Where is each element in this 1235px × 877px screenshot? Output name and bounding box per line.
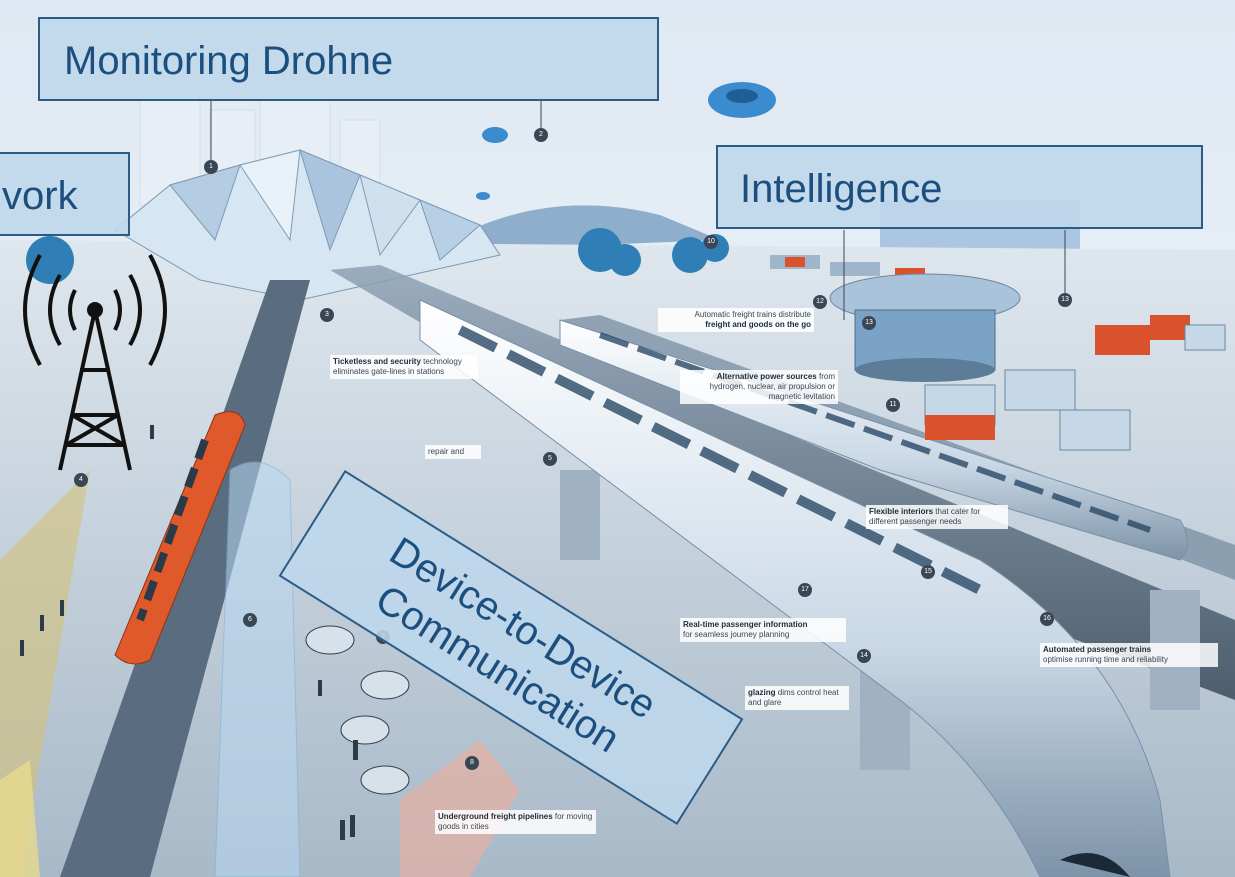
marker-number: 3 bbox=[320, 308, 334, 322]
trees bbox=[26, 228, 729, 284]
callout-pipeline-bold: Underground freight pipelines bbox=[438, 812, 553, 821]
marker-number: 12 bbox=[813, 295, 827, 309]
drone bbox=[482, 127, 508, 143]
pods bbox=[305, 625, 410, 795]
callout-automated: Automated passenger trains optimise runn… bbox=[1040, 643, 1218, 667]
callout-pipeline-text: for moving goods in cities bbox=[438, 812, 593, 831]
freight-train bbox=[770, 255, 925, 278]
drone bbox=[476, 192, 490, 200]
callout-power-text: from hydrogen, nuclear, air propulsion o… bbox=[709, 372, 835, 401]
marker-number: 11 bbox=[886, 398, 900, 412]
callout-automated-bold: Automated passenger trains bbox=[1043, 645, 1152, 654]
callout-glazing: glazing dims control heat and glare bbox=[745, 686, 849, 710]
callout-interiors: Flexible interiors that cater for differ… bbox=[866, 505, 1008, 529]
left-track bbox=[60, 280, 310, 877]
callout-pipeline: Underground freight pipelines for moving… bbox=[435, 810, 596, 834]
glass-tube bbox=[214, 461, 301, 877]
callout-freight-bold: freight and goods on the go bbox=[705, 320, 811, 329]
high-speed-train bbox=[419, 299, 1171, 877]
marker-number: 13 bbox=[862, 316, 876, 330]
callout-realtime-text: for seamless journey planning bbox=[683, 630, 790, 639]
marker-number: 17 bbox=[798, 583, 812, 597]
callout-automated-text: optimise running time and reliability bbox=[1043, 655, 1168, 664]
marker-number: 10 bbox=[704, 235, 718, 249]
marker-number: 4 bbox=[74, 473, 88, 487]
marker-number: 5 bbox=[543, 452, 557, 466]
marker-number: 6 bbox=[243, 613, 257, 627]
hills bbox=[470, 205, 720, 250]
callout-ticketless-text: technology eliminates gate-lines in stat… bbox=[333, 357, 462, 376]
callout-interiors-text: that cater for different passenger needs bbox=[869, 507, 981, 526]
callout-glazing-text: dims control heat and glare bbox=[748, 688, 839, 707]
callout-realtime: Real-time passenger information for seam… bbox=[680, 618, 846, 642]
callout-glazing-bold: glazing bbox=[748, 688, 776, 697]
marker-number: 15 bbox=[921, 565, 935, 579]
freight-pipeline bbox=[400, 740, 520, 877]
marker-number: 1 bbox=[204, 160, 218, 174]
marker-number: 13 bbox=[1058, 293, 1072, 307]
label-network: vork bbox=[0, 152, 130, 236]
containers bbox=[924, 315, 1226, 451]
callout-power-bold: Alternative power sources bbox=[716, 372, 817, 381]
hub-building bbox=[829, 273, 1021, 382]
marker-number: 8 bbox=[465, 756, 479, 770]
marker-number: 16 bbox=[1040, 612, 1054, 626]
callout-ticketless-bold: Ticketless and security bbox=[333, 357, 421, 366]
callout-interiors-bold: Flexible interiors bbox=[869, 507, 934, 516]
callout-realtime-bold: Real-time passenger information bbox=[683, 620, 808, 629]
marker-number: 14 bbox=[857, 649, 871, 663]
callout-ticketless: Ticketless and security technology elimi… bbox=[330, 355, 478, 379]
station-roof bbox=[114, 149, 501, 301]
cell-tower-icon bbox=[23, 254, 167, 471]
callout-repair-text: repair and bbox=[428, 447, 465, 456]
callout-power: Alternative power sources from hydrogen,… bbox=[680, 370, 838, 404]
callout-repair: repair and bbox=[425, 445, 481, 459]
label-intelligence: Intelligence bbox=[716, 145, 1203, 229]
orange-train bbox=[114, 411, 246, 665]
callout-freight: Automatic freight trains distribute frei… bbox=[658, 308, 814, 332]
callout-freight-text: Automatic freight trains distribute bbox=[694, 310, 812, 319]
marker-number: 2 bbox=[534, 128, 548, 142]
label-monitoring-drone: Monitoring Drohne bbox=[38, 17, 659, 101]
